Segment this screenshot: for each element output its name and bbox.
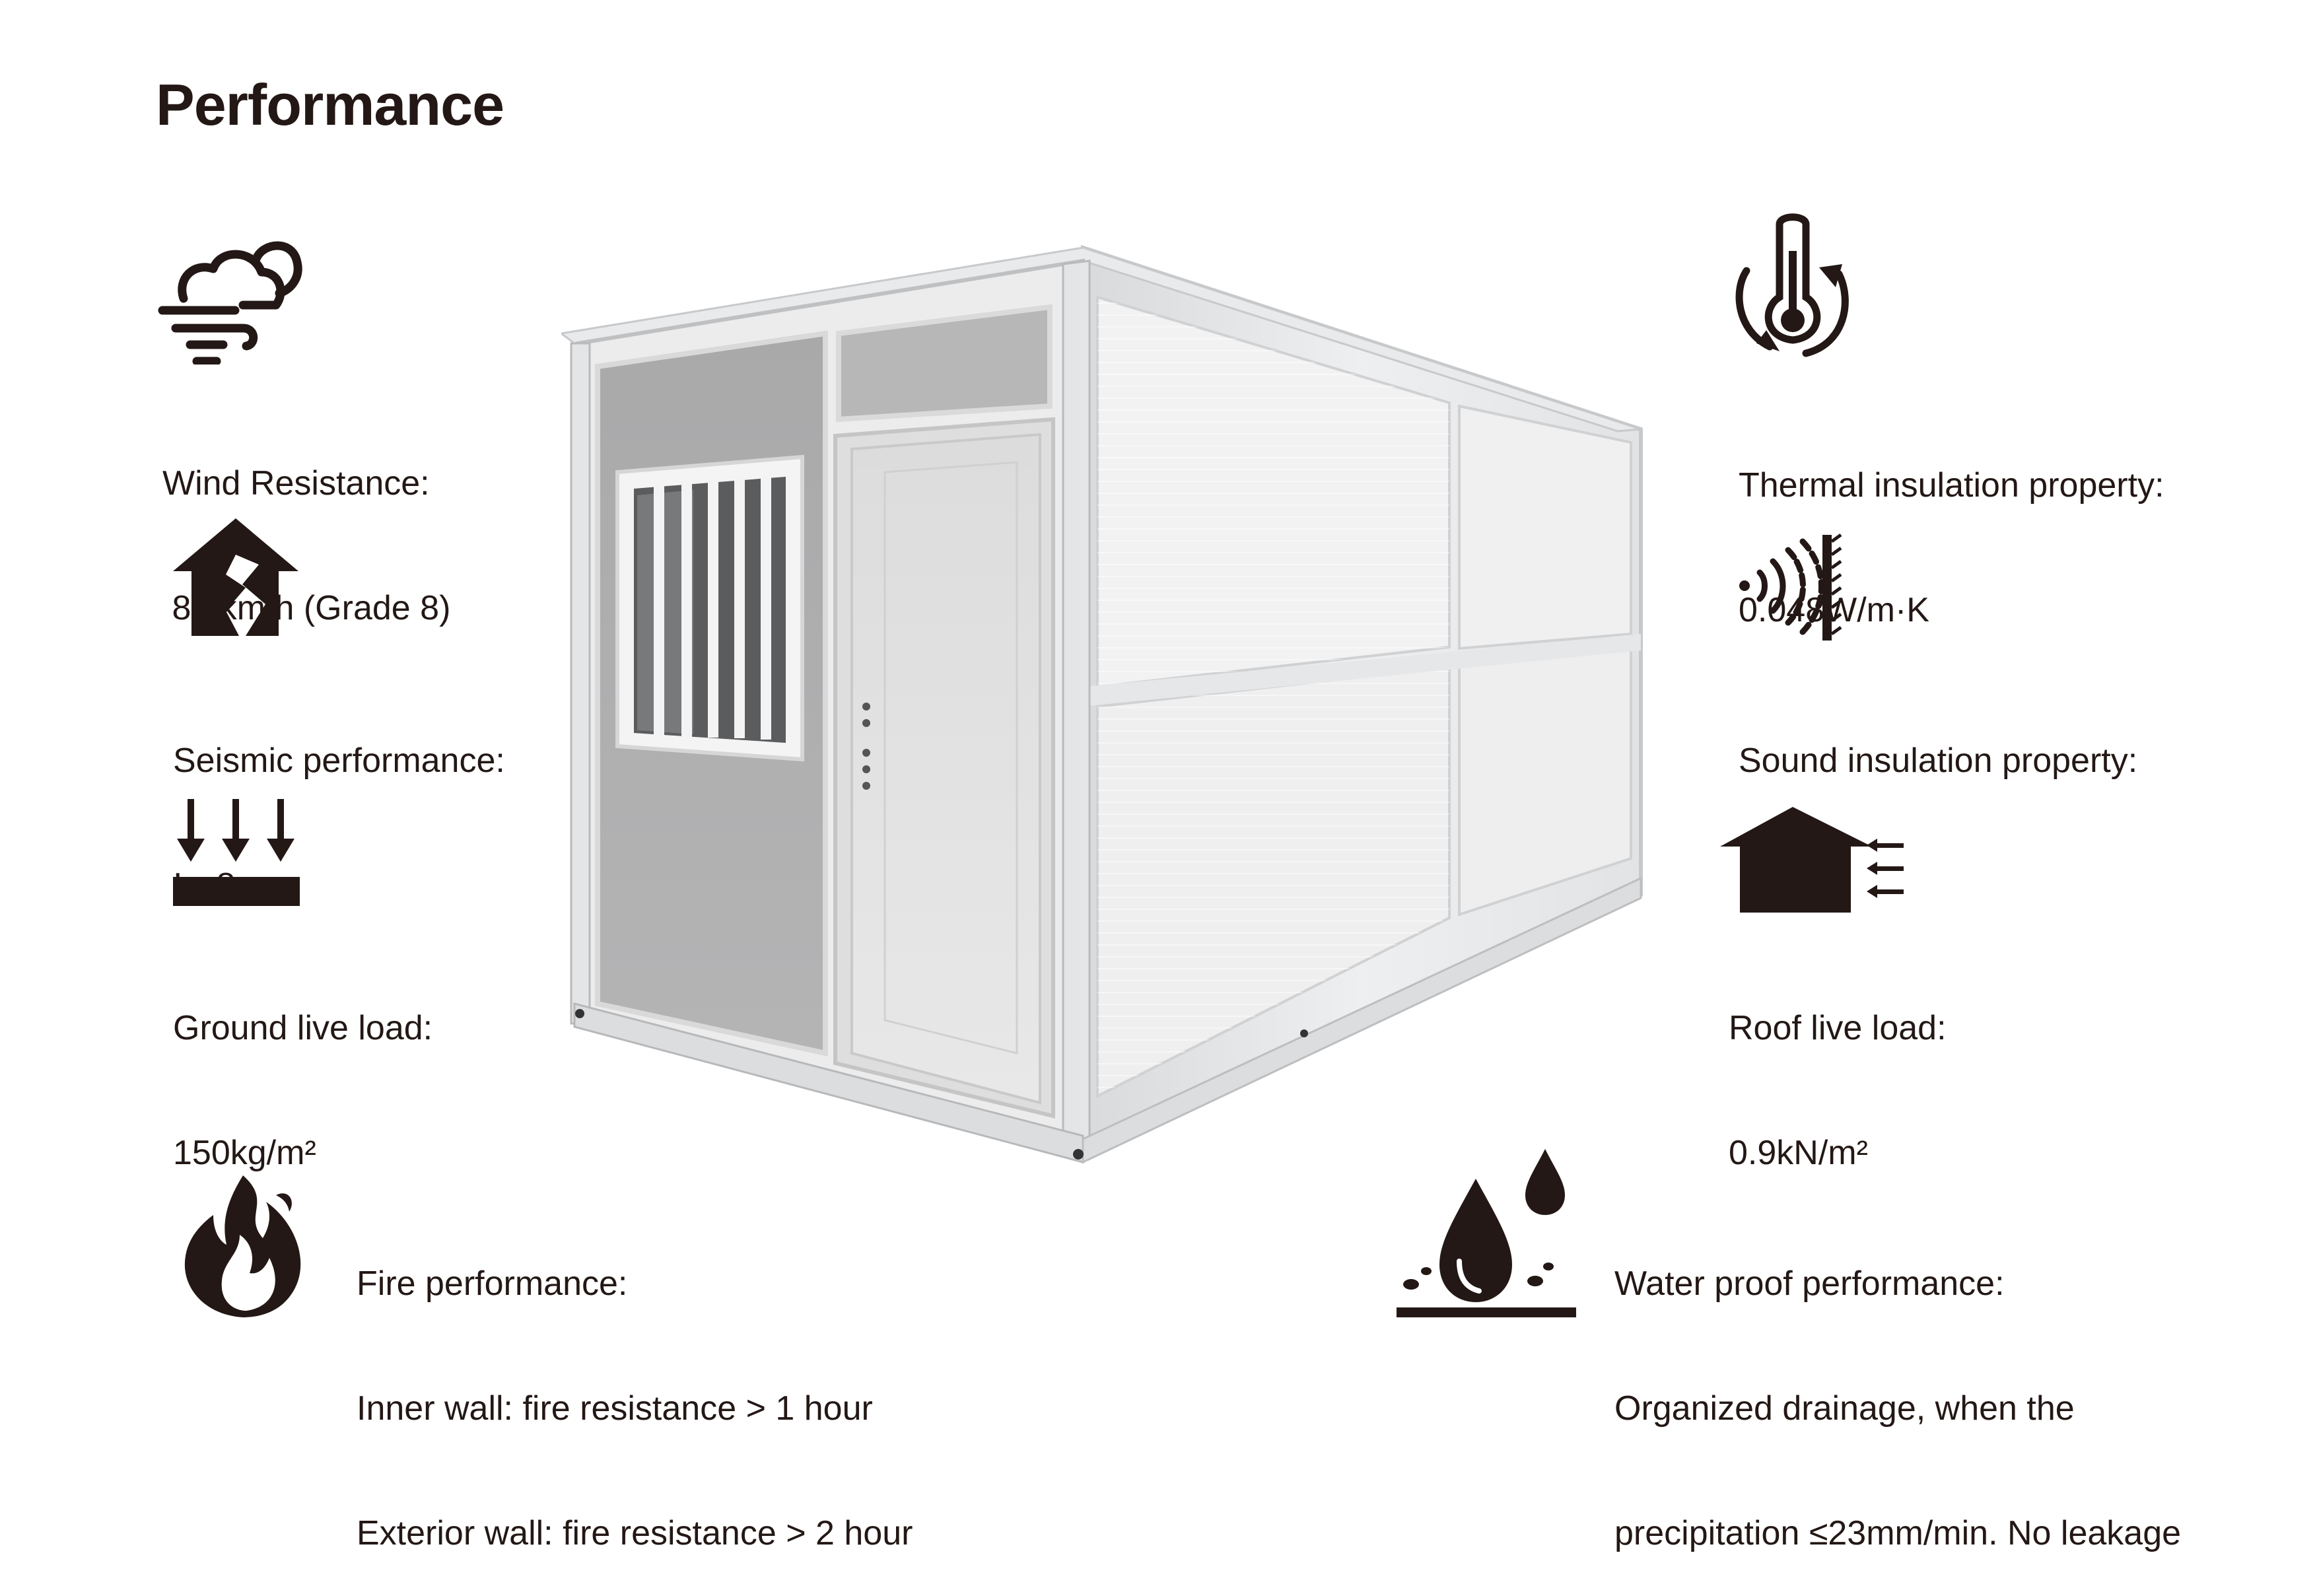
seismic-text: Seismic performance: Iv. 8 <box>173 657 505 948</box>
fire-line-exterior: Exterior wall: fire resistance > 2 hour <box>357 1514 913 1552</box>
container-house-image <box>561 244 1651 1182</box>
thermometer-cycle-icon <box>1730 211 1855 358</box>
page-title: Performance <box>156 72 504 137</box>
roof-load-text: Roof live load: 0.9kN/m² <box>1729 924 1947 1216</box>
fire-line-inner: Inner wall: fire resistance > 1 hour <box>357 1389 873 1428</box>
fire-label: Fire performance: <box>357 1265 628 1303</box>
water-line-precipitation: precipitation ≤23mm/min. No leakage <box>1614 1514 2182 1552</box>
ground-load-text: Ground live load: 150kg/m² <box>173 924 432 1216</box>
wind-cloud-icon <box>157 232 304 364</box>
water-line-drainage: Organized drainage, when the <box>1614 1389 2075 1428</box>
earthquake-house-icon <box>173 518 298 636</box>
thermal-label: Thermal insulation property: <box>1739 466 2164 504</box>
fire-icon <box>184 1175 306 1317</box>
roof-load-icon <box>1720 807 1905 913</box>
roof-load-label: Roof live load: <box>1729 1009 1947 1047</box>
water-label: Water proof performance: <box>1614 1265 2005 1303</box>
sound-label: Sound insulation property: <box>1739 742 2138 780</box>
ground-load-icon <box>173 799 300 906</box>
wind-resistance-label: Wind Resistance: <box>162 464 430 503</box>
wind-resistance-text: Wind Resistance: 80 km/h (Grade 8) <box>162 380 450 671</box>
thermal-text: Thermal insulation property: 0.048W/m·K <box>1739 382 2164 673</box>
sound-wall-icon <box>1737 532 1844 641</box>
water-drops-icon <box>1397 1149 1576 1317</box>
roof-load-value: 0.9kN/m² <box>1729 1134 1868 1172</box>
ground-load-value: 150kg/m² <box>173 1134 316 1172</box>
water-text: Water proof performance: Organized drain… <box>1614 1180 2181 1596</box>
seismic-label: Seismic performance: <box>173 742 505 780</box>
fire-text: Fire performance: Inner wall: fire resis… <box>357 1180 913 1596</box>
ground-load-label: Ground live load: <box>173 1009 433 1047</box>
